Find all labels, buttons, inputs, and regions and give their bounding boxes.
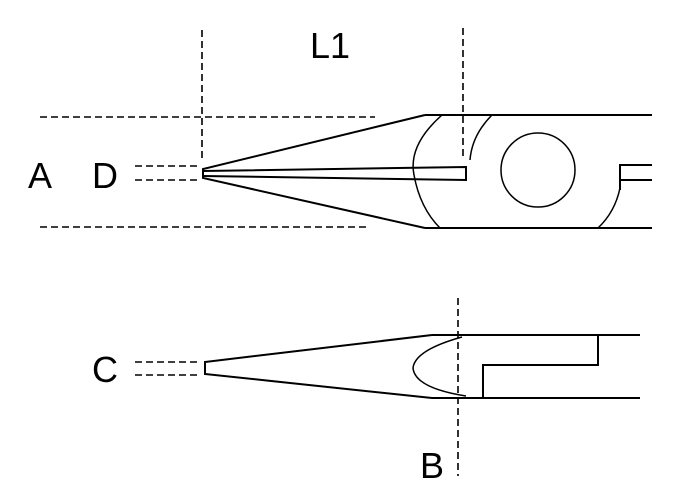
side-joint-arc: [412, 336, 467, 397]
label-c: C: [92, 349, 118, 390]
pivot-circle: [500, 132, 576, 208]
handle-channel: [619, 164, 652, 190]
label-b: B: [420, 445, 445, 486]
label-l1: L1: [310, 25, 351, 66]
joint-left-arc: [412, 114, 443, 229]
label-d: D: [92, 155, 118, 196]
top-view: [40, 28, 652, 229]
joint-right-arc-bottom: [597, 187, 621, 229]
jaw-slit: [202, 165, 467, 182]
label-a: A: [28, 155, 53, 196]
joint-right-arc-top: [469, 114, 493, 161]
side-step: [482, 335, 599, 398]
side-jaw-outline: [204, 334, 433, 399]
side-view: [135, 298, 640, 476]
jaw-outline: [202, 114, 426, 229]
